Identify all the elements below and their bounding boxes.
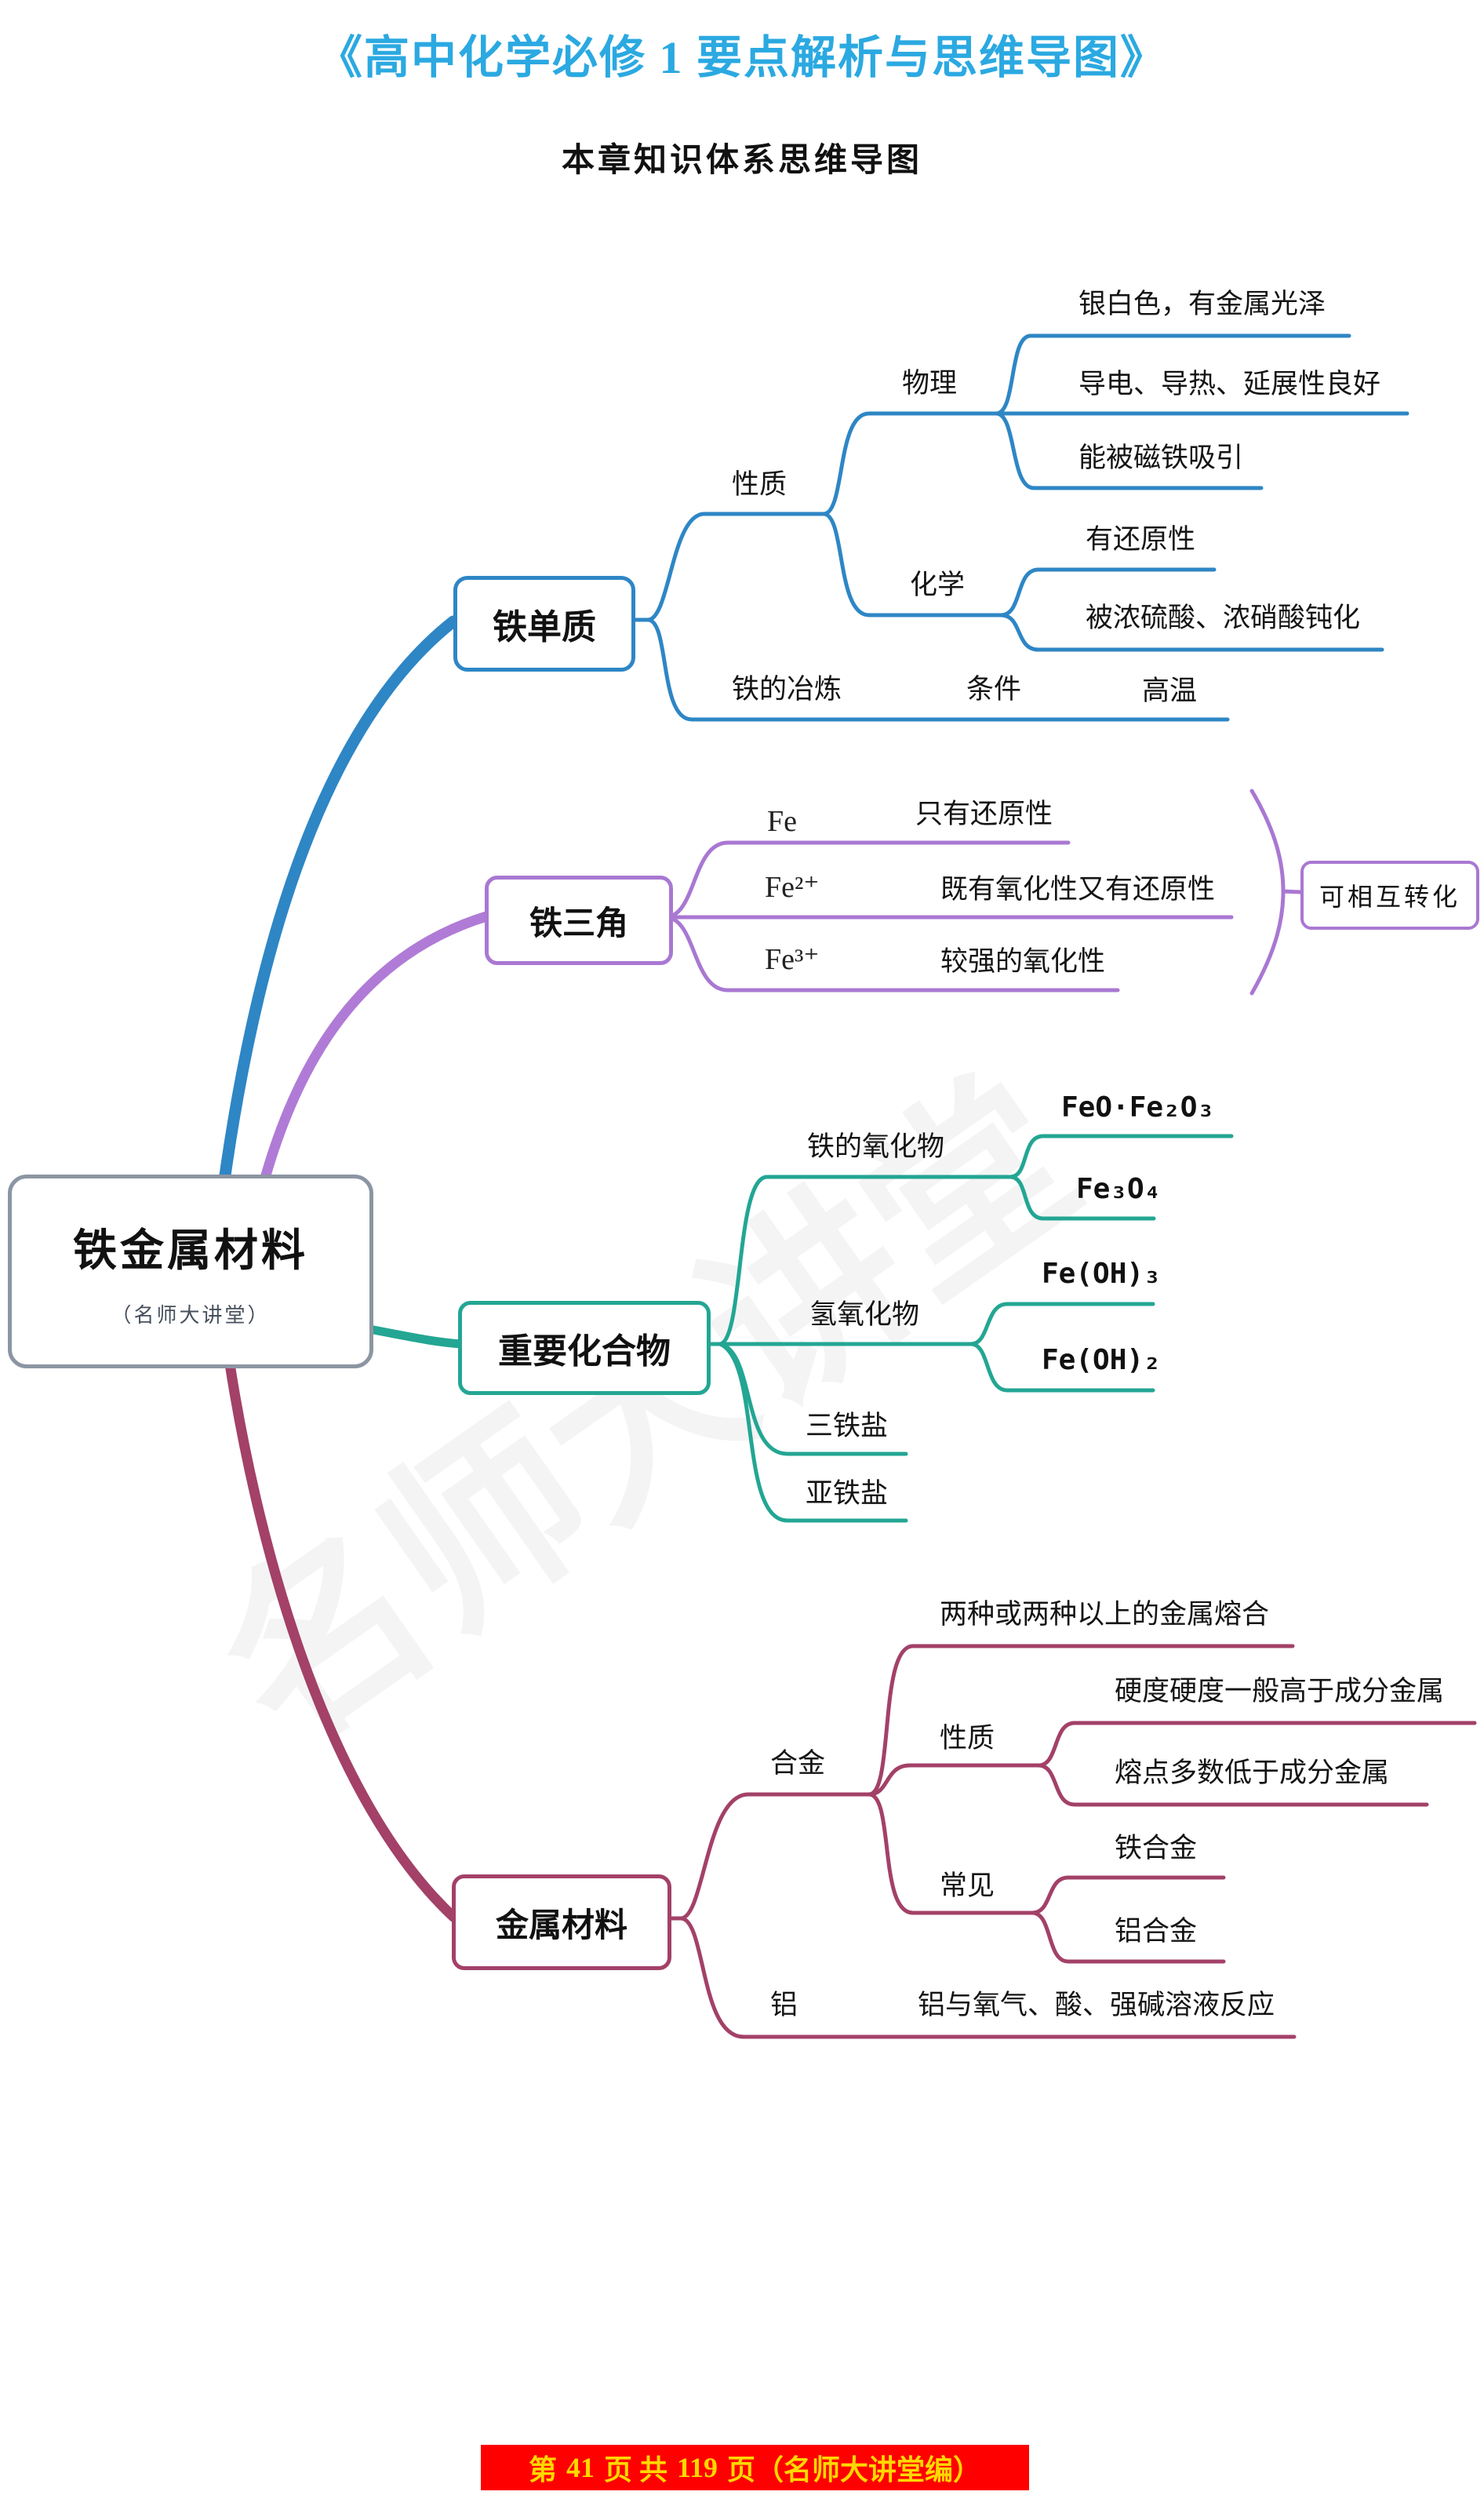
node-iron-smelting: 铁的冶炼 (732, 674, 842, 705)
formula-feoh3: Fe(OH)₃ (1042, 1258, 1161, 1290)
root-node: 铁金属材料 （名师大讲堂） (8, 1175, 373, 1368)
leaf-fe2-desc: 既有氧化性又有还原性 (940, 874, 1216, 905)
leaf-iron-alloy: 铁合金 (1115, 1833, 1198, 1863)
node-hydroxides: 氢氧化物 (809, 1299, 920, 1330)
footer-text-middle: 页 共 (603, 2454, 667, 2486)
footer-bar: 第 41 页 共 119 页（名师大讲堂编） (481, 2445, 1029, 2490)
formula-feo-fe2o3: FeO·Fe₂O₃ (1061, 1091, 1215, 1124)
leaf-passivation: 被浓硫酸、浓硝酸钝化 (1086, 603, 1361, 633)
label-fe2plus: Fe²⁺ (765, 871, 820, 904)
node-condition: 条件 (966, 674, 1022, 705)
leaf-high-temperature: 高温 (1142, 676, 1198, 706)
leaf-reducibility: 有还原性 (1086, 524, 1196, 555)
leaf-melting-point: 熔点多数低于成分金属 (1115, 1758, 1390, 1788)
formula-fe3o4: Fe₃O₄ (1076, 1173, 1162, 1205)
leaf-conductivity: 导电、导热、延展性良好 (1078, 369, 1381, 399)
leaf-aluminum-alloy: 铝合金 (1115, 1916, 1198, 1947)
node-common-alloys: 常见 (940, 1870, 995, 1901)
note-interconvertible: 可相互转化 (1300, 861, 1479, 930)
root-title: 铁金属材料 (73, 1226, 308, 1276)
footer-page-number: 41 (566, 2452, 595, 2483)
leaf-magnetic: 能被磁铁吸引 (1078, 443, 1244, 473)
leaf-silver-white: 银白色，有金属光泽 (1078, 289, 1326, 319)
node-important-compounds: 重要化合物 (458, 1301, 711, 1395)
root-subtitle: （名师大讲堂） (111, 1303, 271, 1327)
footer-total-pages: 119 (677, 2452, 718, 2483)
node-iron-element: 铁单质 (453, 576, 635, 672)
node-properties: 性质 (732, 469, 787, 500)
node-ferrous-salt: 亚铁盐 (806, 1478, 889, 1509)
node-ferric-salt: 三铁盐 (806, 1411, 889, 1441)
node-metal-materials: 金属材料 (452, 1874, 671, 1970)
branch-metal-materials-connectors (224, 1353, 1477, 2039)
footer-text-suffix: 页（名师大讲堂编） (727, 2454, 982, 2486)
node-physical: 物理 (902, 368, 958, 399)
formula-feoh2: Fe(OH)₂ (1042, 1344, 1161, 1376)
leaf-hardness: 硬度硬度一般高于成分金属 (1115, 1676, 1445, 1707)
footer-text-prefix: 第 (528, 2454, 557, 2486)
leaf-fe3-desc: 较强的氧化性 (940, 946, 1106, 977)
leaf-fe-desc: 只有还原性 (915, 799, 1053, 829)
leaf-fusion-definition: 两种或两种以上的金属熔合 (940, 1599, 1270, 1630)
node-iron-triangle: 铁三角 (485, 876, 673, 965)
label-fe: Fe (767, 805, 797, 838)
branch-iron-triangle-connectors (257, 789, 1303, 1192)
node-aluminum: 铝 (770, 1990, 798, 2020)
branch-iron-element-connectors (217, 333, 1409, 1193)
node-alloy-properties: 性质 (940, 1723, 995, 1754)
branch-compounds-connectors (356, 1134, 1234, 1523)
node-iron-oxides: 铁的氧化物 (807, 1131, 945, 1162)
node-chemical: 化学 (910, 570, 966, 600)
page-title: 《高中化学必修 1 要点解析与思维导图》 (316, 32, 1167, 83)
leaf-aluminum-reaction: 铝与氧气、酸、强碱溶液反应 (918, 1990, 1275, 2020)
node-alloy: 合金 (770, 1748, 826, 1779)
label-fe3plus: Fe³⁺ (765, 943, 820, 976)
page-subtitle: 本章知识体系思维导图 (561, 143, 922, 179)
